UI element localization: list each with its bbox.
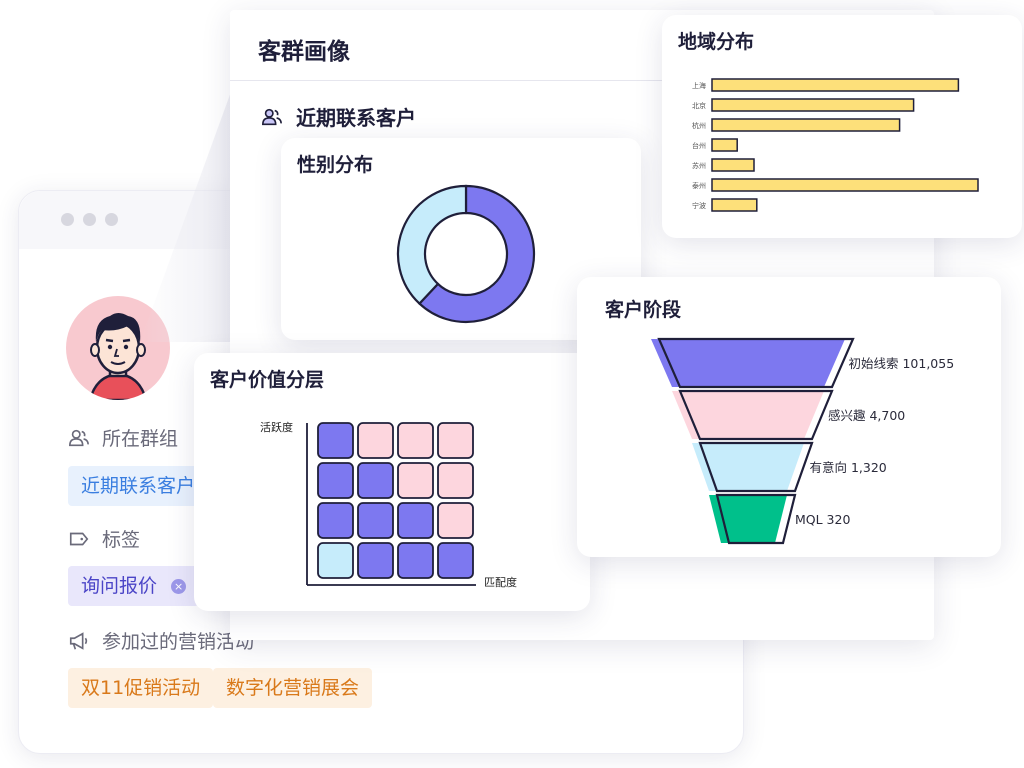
value-card: 客户价值分层 活跃度 匹配度 (194, 353, 590, 611)
value-title: 客户价值分层 (210, 369, 325, 391)
users-icon (262, 108, 282, 125)
matrix-cell (397, 542, 434, 579)
matrix-cell (317, 422, 354, 459)
funnel-stage (698, 441, 814, 493)
panel-group-header: 近期联系客户 (260, 102, 416, 131)
gender-donut-chart (396, 184, 536, 324)
donut-slice (396, 184, 468, 306)
matrix-cell (317, 462, 354, 499)
campaign-tag[interactable]: 数字化营销展会 (213, 668, 373, 708)
tags-label: 标签 (102, 529, 141, 551)
region-bar (711, 178, 979, 192)
matrix-cell (437, 462, 474, 499)
megaphone-icon (69, 631, 88, 650)
matrix-cell (397, 422, 434, 459)
group-tag-label: 近期联系客户 (81, 475, 196, 497)
window-dot[interactable] (105, 213, 118, 226)
funnel-label: 初始线索 101,055 (849, 356, 955, 371)
inquiry-tag[interactable]: 询问报价 × (68, 566, 200, 606)
bar-label: 台州 (692, 141, 706, 150)
region-bar (711, 158, 755, 172)
matrix-cell (397, 502, 434, 539)
region-bar (711, 198, 758, 212)
region-bar (711, 78, 960, 92)
funnel-fill (672, 391, 824, 439)
stage-title: 客户阶段 (605, 299, 682, 321)
bar-label: 宁波 (692, 201, 706, 210)
campaign-tag-label: 双11促销活动 (81, 677, 201, 699)
matrix-cell (357, 462, 394, 499)
panel-group-name: 近期联系客户 (296, 106, 416, 130)
bar-label: 泰州 (692, 181, 706, 190)
funnel-label: 有意向 1,320 (810, 460, 887, 475)
matrix-cell (357, 542, 394, 579)
matrix-cell (397, 462, 434, 499)
matrix-cell (317, 542, 354, 579)
matrix-cell (317, 502, 354, 539)
funnel-stage (657, 337, 855, 389)
gender-title: 性别分布 (297, 154, 374, 176)
x-axis-label: 匹配度 (484, 575, 517, 589)
campaigns-section-label: 参加过的营销活动 (68, 627, 254, 654)
funnel-stage (678, 389, 834, 441)
avatar-illustration (88, 313, 148, 400)
panel-divider (230, 80, 934, 81)
bar-label: 杭州 (692, 121, 706, 130)
groups-section-label: 所在群组 (68, 424, 178, 451)
campaigns-label: 参加过的营销活动 (102, 631, 255, 653)
bar-label: 上海 (692, 81, 706, 90)
bar-label: 北京 (692, 101, 706, 110)
avatar (66, 296, 170, 400)
funnel-label: 感兴趣 4,700 (828, 408, 905, 423)
remove-tag-icon[interactable]: × (171, 579, 187, 594)
groups-label: 所在群组 (102, 428, 179, 450)
matrix-cell (437, 502, 474, 539)
users-icon (69, 429, 89, 446)
funnel-label: MQL 320 (795, 512, 850, 527)
tags-section-label: 标签 (68, 525, 140, 552)
tag-icon (69, 532, 89, 545)
donut-slice (417, 184, 536, 324)
bar-label: 苏州 (692, 161, 706, 170)
region-bar (711, 138, 738, 152)
matrix-cell (357, 502, 394, 539)
funnel-fill (651, 339, 845, 387)
campaign-tag-label: 数字化营销展会 (226, 677, 360, 699)
region-title: 地域分布 (678, 31, 755, 53)
matrix-cell (437, 542, 474, 579)
region-card: 地域分布 上海北京杭州台州苏州泰州宁波 (662, 15, 1022, 238)
panel-title: 客群画像 (258, 39, 350, 65)
group-tag[interactable]: 近期联系客户 (68, 466, 209, 506)
region-bar (711, 98, 915, 112)
window-dot[interactable] (61, 213, 74, 226)
value-matrix-chart: 活跃度 匹配度 (260, 420, 517, 589)
funnel-fill (709, 495, 787, 543)
matrix-cell (437, 422, 474, 459)
funnel-stage (715, 493, 797, 545)
inquiry-tag-label: 询问报价 (81, 575, 158, 597)
region-bar (711, 118, 901, 132)
funnel-fill (692, 443, 804, 491)
window-dot[interactable] (83, 213, 96, 226)
campaign-tag[interactable]: 双11促销活动 (68, 668, 214, 708)
y-axis-label: 活跃度 (260, 420, 293, 434)
matrix-cell (357, 422, 394, 459)
